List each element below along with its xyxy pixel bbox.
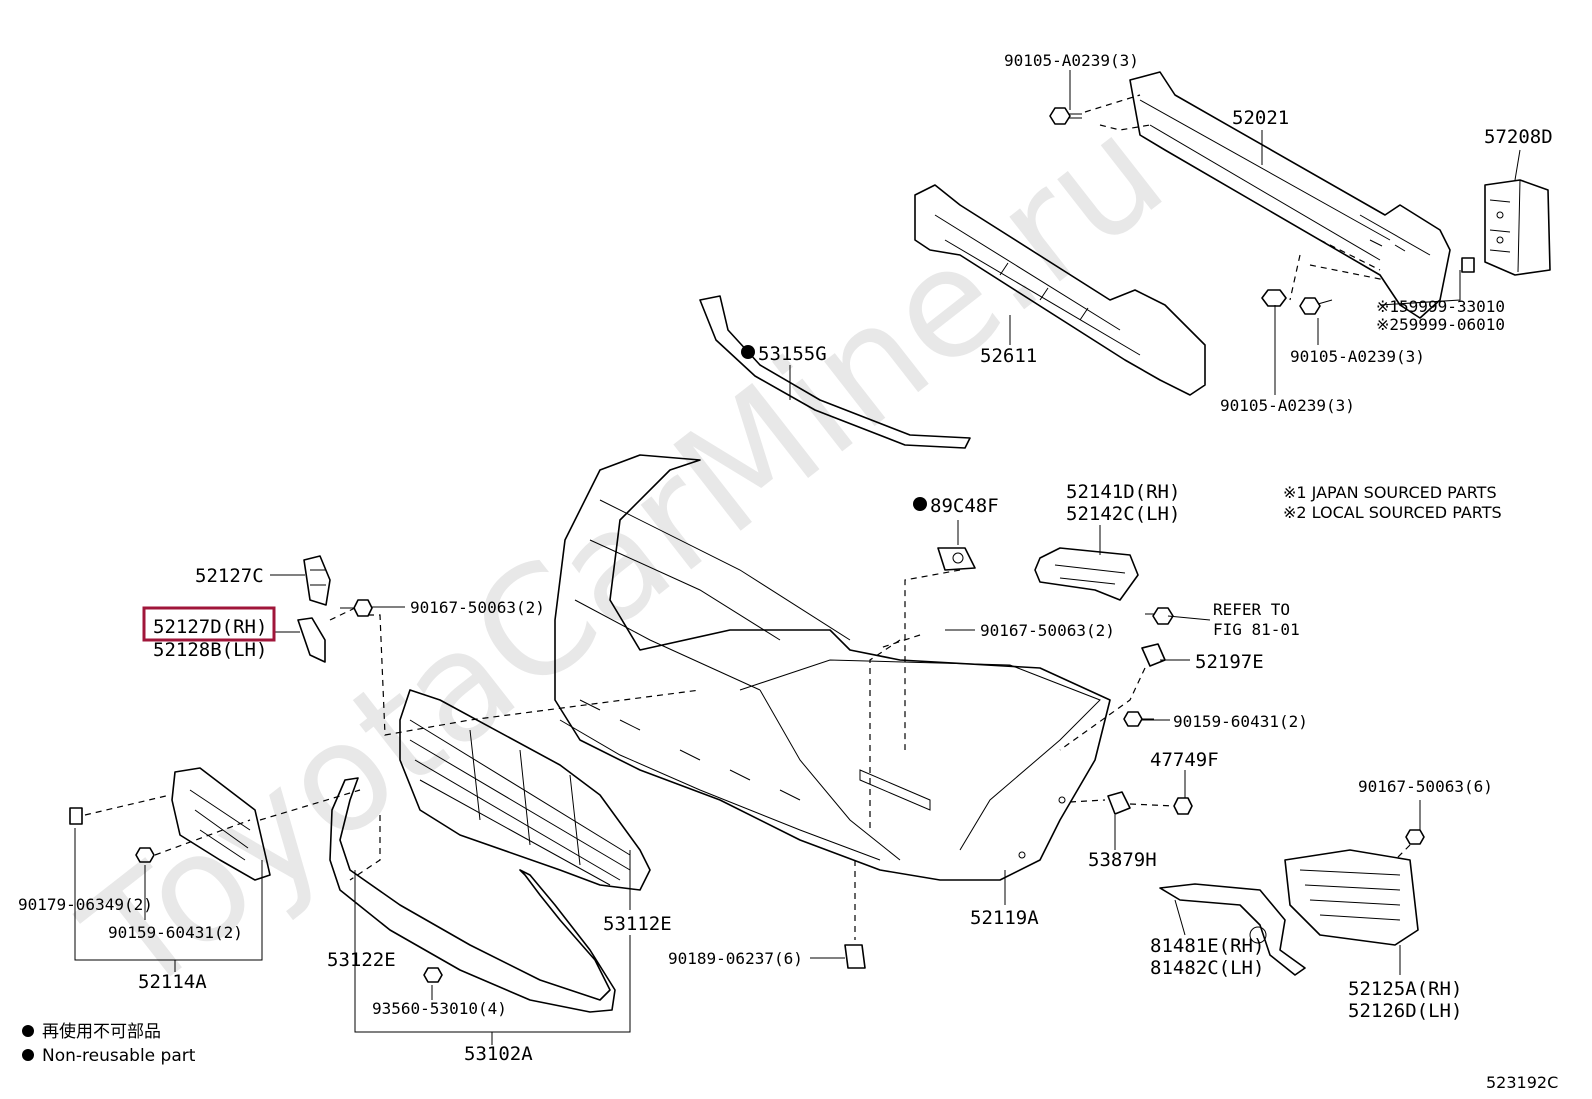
energy-absorber-52611	[914, 184, 1206, 396]
label-52114A: 52114A	[138, 971, 207, 993]
non-reusable-dot	[741, 345, 755, 359]
label-53112E: 53112E	[603, 913, 672, 935]
screw-icon	[1123, 711, 1154, 727]
clip-icon	[844, 944, 866, 969]
label-52611: 52611	[980, 345, 1037, 367]
bumper-reinforcement-52021	[1129, 71, 1451, 319]
label-52128B: 52128B(LH)	[153, 639, 267, 661]
side-bracket-52141D	[1034, 547, 1139, 601]
label-52119A: 52119A	[970, 907, 1039, 929]
label-90159-left: 90159-60431(2)	[108, 923, 243, 942]
side-retainer-52127C	[303, 555, 331, 606]
label-57208D: 57208D	[1484, 126, 1553, 148]
label-53122E: 53122E	[327, 949, 396, 971]
label-47749F: 47749F	[1150, 749, 1219, 771]
grille-53112E	[399, 689, 651, 891]
label-90159-right: 90159-60431(2)	[1173, 712, 1308, 731]
license-bracket-52114A	[171, 767, 271, 881]
note-japan-sourced: ※1 JAPAN SOURCED PARTS	[1283, 483, 1497, 502]
figure-id: 523192C	[1486, 1073, 1558, 1092]
label-53879H: 53879H	[1088, 849, 1157, 871]
clip-icon	[1461, 257, 1475, 273]
legend-jp: 再使用不可部品	[42, 1021, 161, 1042]
label-90167-center: 90167-50063(2)	[980, 621, 1115, 640]
label-53102A: 53102A	[464, 1043, 533, 1065]
label-52021: 52021	[1232, 107, 1289, 129]
bumper-cover-52119A	[554, 454, 1111, 881]
side-retainer-52127D	[297, 617, 326, 663]
label-90189: 90189-06237(6)	[668, 949, 803, 968]
label-93560: 93560-53010(4)	[372, 999, 507, 1018]
bolt-icon	[1299, 297, 1333, 315]
sensor-bracket-89C48F	[937, 547, 976, 571]
legend-en: Non-reusable part	[42, 1046, 196, 1066]
non-reusable-dot	[913, 497, 927, 511]
note-local-sourced: ※2 LOCAL SOURCED PARTS	[1283, 503, 1502, 522]
label-81481E: 81481E(RH)	[1150, 935, 1264, 957]
bolt-icon	[1049, 107, 1082, 125]
label-90105-low: 90105-A0239(3)	[1220, 396, 1355, 415]
label-81482C: 81482C(LH)	[1150, 957, 1264, 979]
label-52142C: 52142C(LH)	[1066, 503, 1180, 525]
clip-53879H	[1107, 791, 1131, 815]
label-refer-to: REFER TO	[1213, 600, 1290, 619]
molding-53155G	[699, 295, 971, 449]
legend-dot	[22, 1025, 34, 1037]
bolt-icon	[340, 599, 373, 617]
clip-47749F	[1173, 797, 1193, 815]
label-fig-81-01: FIG 81-01	[1213, 620, 1300, 639]
highlight-box	[142, 606, 276, 642]
nut-icon	[1261, 289, 1287, 307]
lower-molding-53102A	[329, 777, 616, 1013]
label-52197E: 52197E	[1195, 651, 1264, 673]
label-90105-mid: 90105-A0239(3)	[1290, 347, 1425, 366]
screw-icon	[423, 967, 443, 983]
label-90179: 90179-06349(2)	[18, 895, 153, 914]
bolt-icon	[1405, 829, 1425, 845]
fog-cover-81481E	[1159, 883, 1306, 976]
legend-dot	[22, 1049, 34, 1061]
leader-lines	[74, 70, 1521, 1045]
screw-icon	[135, 847, 155, 863]
label-52127C: 52127C	[195, 565, 264, 587]
part-labels: 90105-A0239(3) 52021 57208D ※159999-3301…	[18, 51, 1553, 1065]
label-159999: ※159999-33010	[1376, 297, 1505, 316]
bracket-57208D	[1484, 179, 1551, 276]
legend: 再使用不可部品 Non-reusable part	[22, 1021, 196, 1066]
label-90105-top: 90105-A0239(3)	[1004, 51, 1139, 70]
bolt-icon	[1145, 607, 1174, 625]
label-52125A: 52125A(RH)	[1348, 978, 1462, 1000]
label-90167-left: 90167-50063(2)	[410, 598, 545, 617]
label-89C48F: 89C48F	[930, 495, 999, 517]
label-53155G: 53155G	[758, 343, 827, 365]
retainer-52197E	[1141, 643, 1166, 667]
label-52127D: 52127D(RH)	[153, 616, 267, 638]
label-52126D: 52126D(LH)	[1348, 1000, 1462, 1022]
nut-icon	[69, 807, 83, 825]
label-52141D: 52141D(RH)	[1066, 481, 1180, 503]
label-259999: ※259999-06010	[1376, 315, 1505, 334]
label-90167-right: 90167-50063(6)	[1358, 777, 1493, 796]
fog-bracket-52125A	[1284, 849, 1419, 946]
